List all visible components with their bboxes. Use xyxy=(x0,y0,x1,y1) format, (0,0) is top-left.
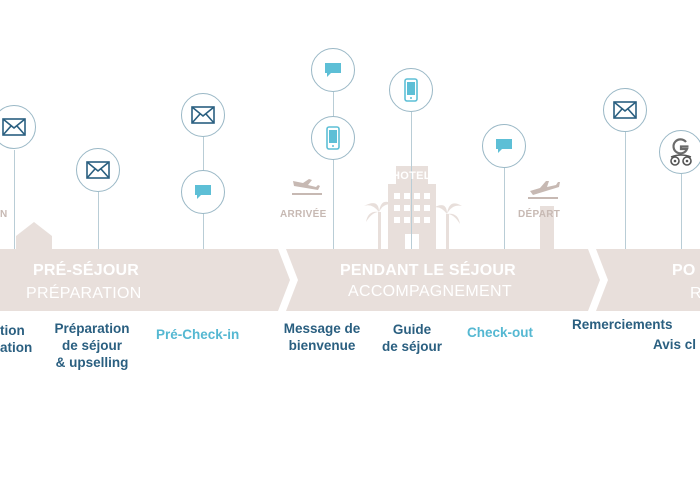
label-message-line1: Message de xyxy=(283,321,361,336)
stem-7 xyxy=(681,174,682,249)
stem-0 xyxy=(14,150,15,249)
building-silhouette xyxy=(540,206,554,249)
phase-subtitle-post-sejour: R xyxy=(690,285,700,302)
phase-subtitle-pendant-sejour: ACCOMPAGNEMENT xyxy=(348,283,512,300)
context-arrivee: ARRIVÉE xyxy=(280,209,327,220)
chat-bubble-icon xyxy=(482,124,526,168)
label-guide-line2: de séjour xyxy=(381,339,443,354)
phase-band-pre-sejour xyxy=(0,249,290,311)
smartphone-icon xyxy=(311,116,355,160)
google-tripadvisor-icon xyxy=(659,130,700,174)
envelope-icon xyxy=(181,93,225,137)
context-depart: DÉPART xyxy=(518,209,561,220)
label-left-fragment: tion ation xyxy=(0,322,32,356)
phase-subtitle-pre-sejour: PRÉPARATION xyxy=(26,285,142,302)
label-message-line2: bienvenue xyxy=(288,338,356,353)
label-message-bienvenue: Message de bienvenue xyxy=(278,320,366,354)
chat-bubble-icon xyxy=(181,170,225,214)
phase-title-pendant-sejour: PENDANT LE SÉJOUR xyxy=(340,262,516,279)
label-remerciements: Remerciements xyxy=(572,317,673,332)
stem-5 xyxy=(504,168,505,249)
label-preparation-line1: Préparation xyxy=(54,321,130,336)
stem-3 xyxy=(333,92,334,249)
label-preparation-line2: de séjour xyxy=(61,338,123,353)
smartphone-icon xyxy=(389,68,433,112)
house-silhouette xyxy=(16,222,52,249)
stem-4 xyxy=(411,112,412,249)
phase-title-post-sejour: PO xyxy=(672,262,696,279)
envelope-icon xyxy=(603,88,647,132)
label-avis: Avis cl xyxy=(653,337,697,352)
label-preparation: Préparation de séjour & upselling xyxy=(44,320,140,371)
label-left-line2: ation xyxy=(0,340,33,355)
stem-6 xyxy=(625,132,626,249)
label-checkout: Check-out xyxy=(467,325,534,340)
stem-1 xyxy=(98,192,99,249)
envelope-icon xyxy=(76,148,120,192)
context-hotel: HOTEL xyxy=(392,170,431,182)
label-preparation-line3: & upselling xyxy=(55,355,129,370)
envelope-icon xyxy=(0,105,36,149)
context-left-fragment: N xyxy=(0,209,8,220)
hotel-windows xyxy=(394,193,430,249)
label-guide-sejour: Guide de séjour xyxy=(374,321,450,355)
plane-arrival-icon xyxy=(292,179,322,195)
label-precheckin: Pré-Check-in xyxy=(156,327,240,342)
label-guide-line1: Guide xyxy=(392,322,432,337)
phase-band-pendant-sejour xyxy=(286,249,600,311)
phase-band-post-sejour xyxy=(596,249,700,311)
plane-departure-icon xyxy=(528,181,560,199)
chat-bubble-icon xyxy=(311,48,355,92)
phase-title-pre-sejour: PRÉ-SÉJOUR xyxy=(33,262,140,279)
label-left-line1: tion xyxy=(0,323,25,338)
